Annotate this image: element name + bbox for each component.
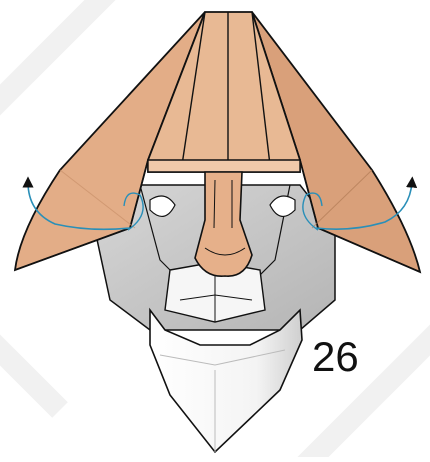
white-beard: [150, 310, 302, 452]
step-number: 26: [312, 336, 359, 378]
